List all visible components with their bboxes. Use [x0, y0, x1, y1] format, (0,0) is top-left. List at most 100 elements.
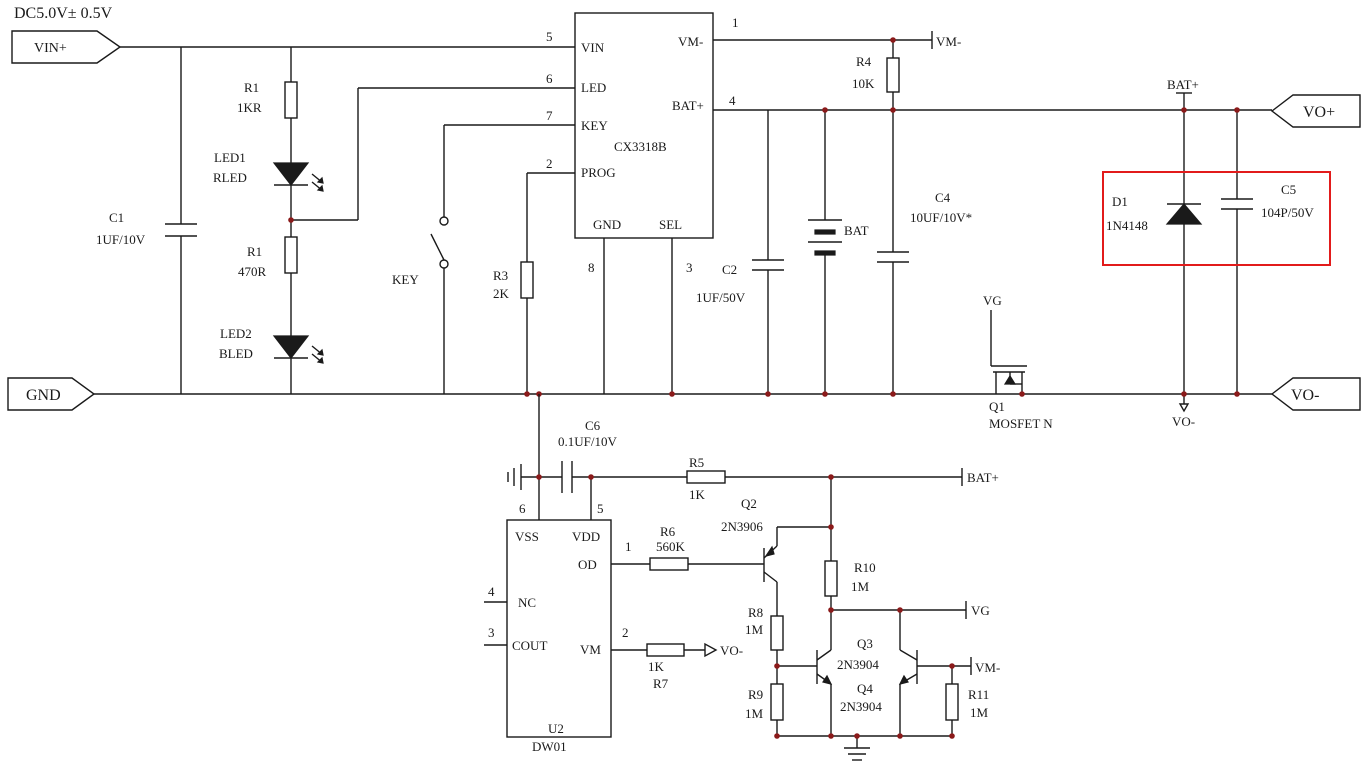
highlight-box [1102, 171, 1331, 266]
resistor-r10: R10 1M [824, 560, 876, 597]
chip-u2: VSS VDD OD NC COUT VM 6 5 1 4 3 2 U2 DW0… [488, 501, 632, 754]
switch-key: KEY [392, 216, 449, 287]
c1-ref: C1 [109, 210, 124, 225]
u2-pin-od: OD [578, 557, 597, 572]
capacitor-c5: C5 104P/50V [1221, 182, 1314, 220]
u2-pin-vss: VSS [515, 529, 539, 544]
u1-pin-led: LED [581, 80, 606, 95]
net-label-vm-bottom: VM- [975, 660, 1000, 675]
r8-value: 1M [745, 622, 764, 637]
u1-name: CX3318B [614, 139, 667, 154]
resistor-r6: R6 560K [649, 524, 689, 571]
r10-value: 1M [851, 579, 870, 594]
resistor-r9: R9 1M [745, 683, 784, 721]
net-label-vo-neg-bottom: VO- [720, 643, 743, 658]
q2-ref: Q2 [741, 496, 757, 511]
u1-pinno-vm: 1 [732, 15, 739, 30]
led-led1: LED1 RLED [213, 150, 324, 192]
u2-pin-vdd: VDD [572, 529, 600, 544]
u1-pin-vin: VIN [581, 40, 605, 55]
r6-value: 560K [656, 539, 686, 554]
u1-pinno-vin: 5 [546, 29, 553, 44]
u1-pinno-gnd: 8 [588, 260, 595, 275]
c2-ref: C2 [722, 262, 737, 277]
u2-pinno-nc: 4 [488, 584, 495, 599]
transistor-q4: Q4 2N3904 [840, 649, 918, 714]
c5-value: 104P/50V [1261, 205, 1314, 220]
ground-symbol-bottom [844, 747, 870, 761]
r1-bottom-ref: R1 [247, 244, 262, 259]
vo-neg-symbol: VO- [1172, 403, 1195, 429]
wires-top [94, 31, 1272, 404]
u1-pinno-prog: 2 [546, 156, 553, 171]
resistor-r1-top: R1 1KR [237, 80, 298, 119]
port-vo-neg: VO- [1270, 377, 1361, 411]
transistor-q3: Q3 2N3904 [816, 636, 879, 685]
ground-symbol-left [507, 464, 522, 490]
mosfet-q1: VG Q1 MOSFET N [983, 293, 1053, 431]
led2-ref: LED2 [220, 326, 252, 341]
r11-value: 1M [970, 705, 989, 720]
u1-pin-sel: SEL [659, 217, 682, 232]
c6-value: 0.1UF/10V [558, 434, 617, 449]
r7-ref: R7 [653, 676, 669, 691]
u1-pin-vm: VM- [678, 34, 703, 49]
net-label-bat-d1: BAT+ [1167, 77, 1199, 92]
r3-value: 2K [493, 286, 510, 301]
u2-name: DW01 [532, 739, 567, 754]
capacitor-c1: C1 1UF/10V [96, 210, 197, 247]
capacitor-c6: C6 0.1UF/10V [558, 418, 617, 493]
u2-pin-cout: COUT [512, 638, 547, 653]
c2-value: 1UF/50V [696, 290, 746, 305]
r9-value: 1M [745, 706, 764, 721]
port-vin: VIN+ [11, 30, 122, 64]
u1-pinno-sel: 3 [686, 260, 693, 275]
port-gnd-label: GND [26, 387, 61, 404]
u2-pinno-od: 1 [625, 539, 632, 554]
q1-value: MOSFET N [989, 416, 1053, 431]
d1-ref: D1 [1112, 194, 1128, 209]
q3-value: 2N3904 [837, 657, 879, 672]
net-label-vm-top: VM- [936, 34, 961, 49]
diode-d1: D1 1N4148 [1106, 194, 1203, 233]
u2-pinno-cout: 3 [488, 625, 495, 640]
u2-ref: U2 [548, 721, 564, 736]
net-label-vg-bottom: VG [971, 603, 990, 618]
r1-top-ref: R1 [244, 80, 259, 95]
r6-ref: R6 [660, 524, 676, 539]
junctions-bottom [536, 474, 955, 739]
net-label-bat-bottom: BAT+ [967, 470, 999, 485]
r5-value: 1K [689, 487, 706, 502]
net-label-vo-neg: VO- [1172, 414, 1195, 429]
u2-pinno-vdd: 5 [597, 501, 604, 516]
resistor-r8: R8 1M [745, 605, 784, 651]
r4-value: 10K [852, 76, 875, 91]
port-vo-pos: VO+ [1270, 94, 1361, 128]
port-vin-label: VIN+ [34, 41, 67, 56]
key-ref: KEY [392, 272, 419, 287]
port-vo-pos-label: VO+ [1303, 104, 1335, 121]
net-label-vg-q1: VG [983, 293, 1002, 308]
q1-ref: Q1 [989, 399, 1005, 414]
resistor-r1-bottom: R1 470R [238, 236, 298, 279]
r8-ref: R8 [748, 605, 763, 620]
r5-ref: R5 [689, 455, 704, 470]
d1-value: 1N4148 [1106, 218, 1148, 233]
u2-pin-vm: VM [580, 642, 601, 657]
resistor-r3: R3 2K [493, 261, 534, 301]
u1-pinno-key: 7 [546, 108, 553, 123]
led1-value: RLED [213, 170, 247, 185]
resistor-r5: R5 1K [686, 455, 726, 502]
c5-ref: C5 [1281, 182, 1296, 197]
port-vo-neg-label: VO- [1291, 387, 1319, 404]
q4-value: 2N3904 [840, 699, 882, 714]
transistor-q2: Q2 2N3906 [721, 496, 778, 583]
r1-top-value: 1KR [237, 100, 262, 115]
resistor-r7: 1K R7 [646, 643, 685, 691]
u1-pin-key: KEY [581, 118, 608, 133]
led1-ref: LED1 [214, 150, 246, 165]
q2-value: 2N3906 [721, 519, 763, 534]
c4-ref: C4 [935, 190, 951, 205]
junctions-top [288, 37, 1240, 397]
